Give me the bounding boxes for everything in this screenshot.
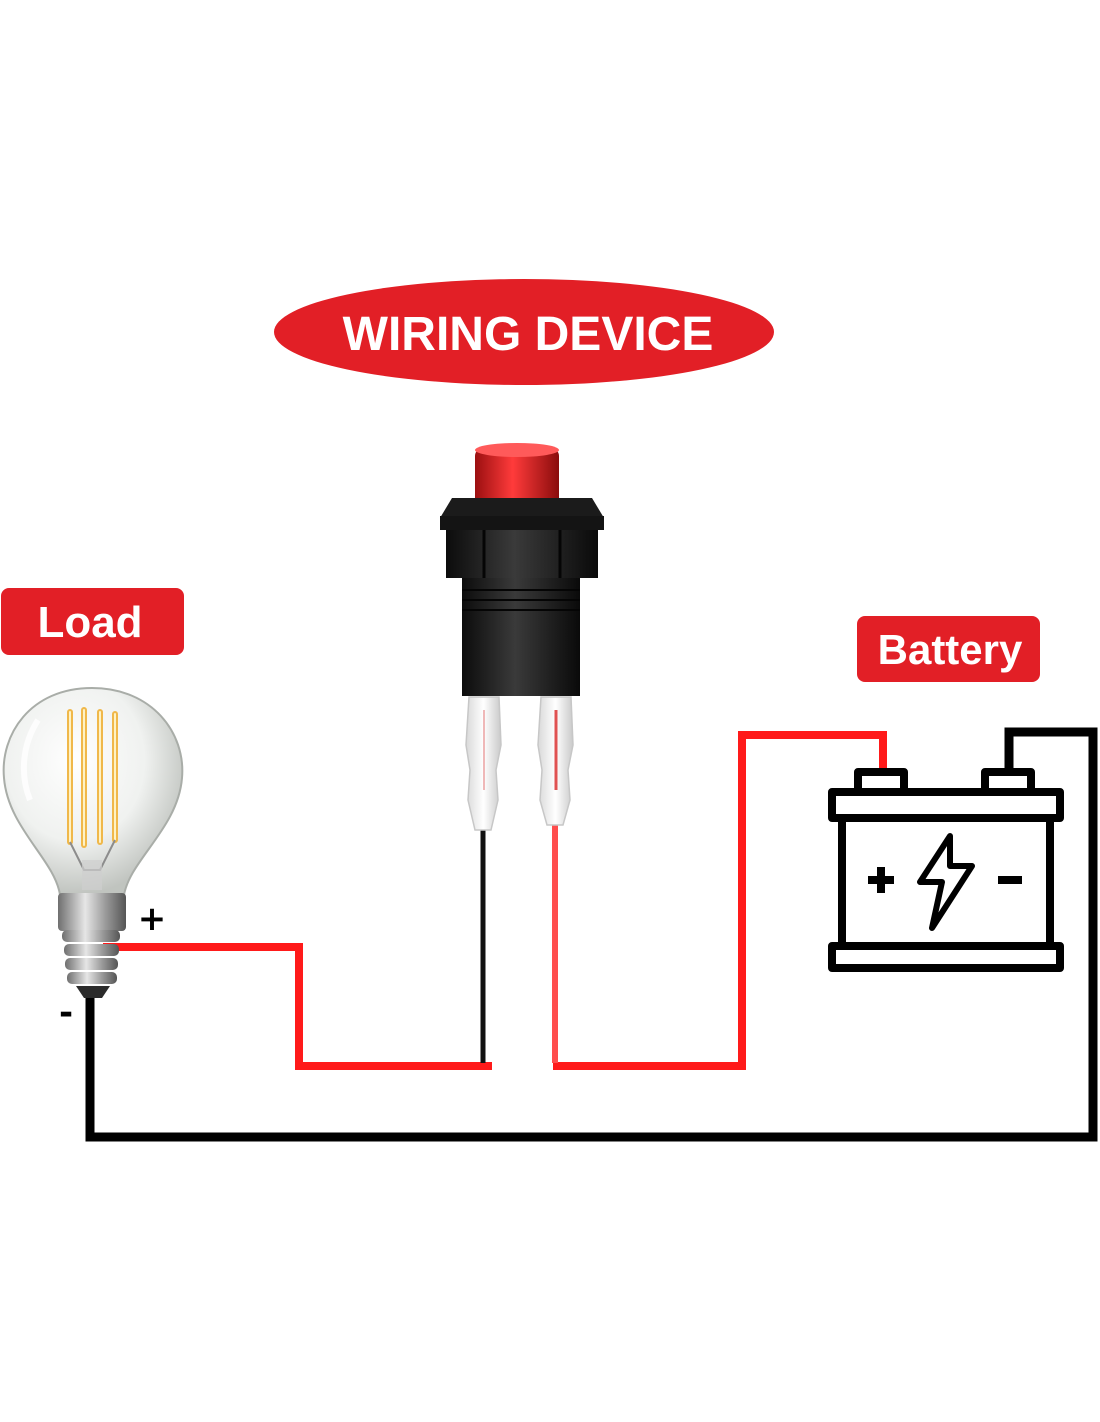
battery-label: Battery (878, 626, 1023, 673)
switch-hex-nut (446, 530, 598, 578)
bulb-negative-marker: - (59, 993, 73, 1033)
title-text: WIRING DEVICE (343, 308, 714, 361)
bulb-positive-marker: + (138, 899, 167, 939)
red-battery-wire (553, 731, 887, 1070)
lightning-bolt-icon (917, 833, 975, 931)
battery-label-badge: Battery (857, 616, 1040, 682)
red-load-wire (103, 943, 492, 1070)
wires (85, 727, 1098, 1142)
load-label: Load (37, 598, 142, 647)
push-button-switch-icon (440, 443, 604, 831)
title-badge: WIRING DEVICE (274, 279, 774, 385)
load-label-badge: Load (1, 588, 184, 655)
black-return-wire (85, 727, 1098, 1142)
battery-icon (828, 768, 1064, 972)
bulb-base (58, 893, 126, 931)
light-bulb-icon (2, 686, 184, 998)
battery-bottom-plate (828, 942, 1064, 972)
switch-body (462, 578, 580, 696)
switch-red-cap (475, 448, 559, 508)
